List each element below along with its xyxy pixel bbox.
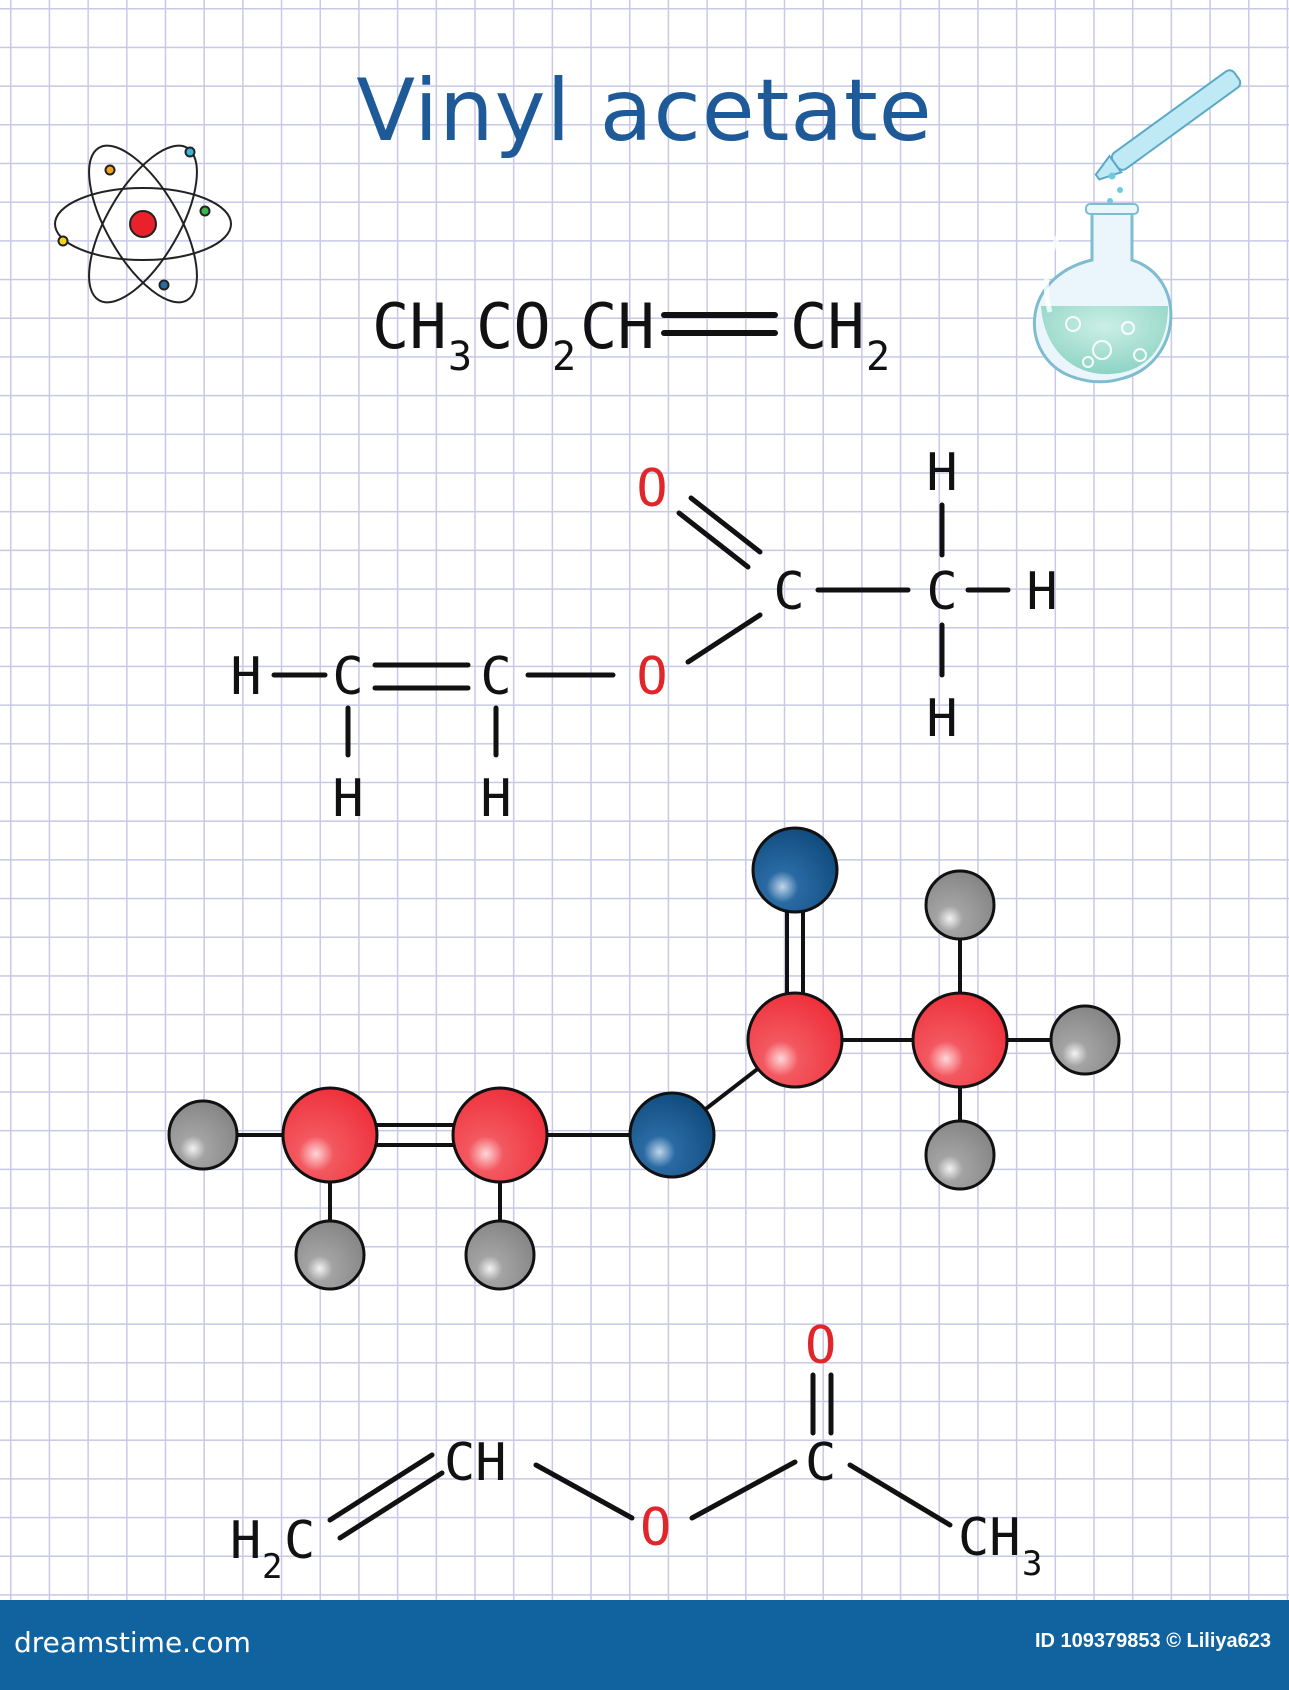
atom-c: C (773, 562, 804, 622)
skeletal-sub-3: 3 (1022, 1544, 1042, 1584)
oxygen-atom (628, 1091, 716, 1179)
atom-c: C (332, 647, 363, 707)
dreamstime-logo[interactable]: dreamstime.com (14, 1626, 251, 1659)
hydrogen-atom (294, 1219, 366, 1291)
atom-h: H (480, 769, 511, 829)
skeletal-c: C (284, 1511, 315, 1571)
chemistry-diagram: CH 3 CO 2 CH CH 2 H C C H H O O C C H (54, 69, 1242, 1587)
structural-formula-atoms: H C C H H O O C C H H H (230, 443, 1057, 829)
skeletal-h: H (230, 1511, 261, 1571)
structural-formula-bonds (271, 495, 1011, 758)
atom-h: H (332, 769, 363, 829)
condensed-formula: CH 3 CO 2 CH CH 2 (372, 290, 890, 380)
hydrogen-atom (167, 1099, 239, 1171)
atom-c: C (926, 562, 957, 622)
ball-and-stick-atoms (167, 826, 1121, 1291)
atom-o: O (636, 647, 667, 707)
hydrogen-atom (464, 1219, 536, 1291)
skeletal-o: O (640, 1498, 671, 1558)
formula-sub-2: 2 (552, 334, 576, 380)
carbon-atom (451, 1086, 549, 1184)
formula-sub-2b: 2 (866, 334, 890, 380)
atom-c: C (480, 647, 511, 707)
skeletal-c-carbonyl: C (805, 1433, 836, 1493)
formula-sub-3: 3 (448, 334, 472, 380)
carbon-atom (281, 1086, 379, 1184)
skeletal-sub-2: 2 (262, 1547, 282, 1587)
carbon-atom (911, 991, 1009, 1089)
hydrogen-atom (1049, 1004, 1121, 1076)
skeletal-o-top: O (805, 1316, 836, 1376)
footer-bar: dreamstime.com ID 109379853 © Liliya623 (0, 1600, 1289, 1690)
skeletal-formula-bonds (327, 1372, 953, 1541)
page-title: Vinyl acetate (356, 61, 933, 161)
formula-ch-2: CH (790, 290, 865, 363)
atom-h: H (1026, 562, 1057, 622)
carbon-atom (746, 991, 844, 1089)
atom-h: H (926, 689, 957, 749)
skeletal-ch3: CH (958, 1508, 1021, 1568)
formula-co: CO (476, 290, 551, 363)
flask-pipette-icon (1032, 69, 1242, 384)
image-credit: ID 109379853 © Liliya623 (1034, 1630, 1271, 1652)
hydrogen-atom (924, 1119, 996, 1191)
skeletal-ch: CH (444, 1433, 507, 1493)
formula-ch-1: CH (580, 290, 655, 363)
formula-double-bond (661, 312, 778, 336)
atom-h: H (926, 443, 957, 503)
formula-ch3: CH (372, 290, 447, 363)
skeletal-formula-atoms: H 2 C CH O C O CH 3 (230, 1316, 1042, 1587)
hydrogen-atom (924, 869, 996, 941)
oxygen-atom (751, 826, 839, 914)
atom-icon (54, 144, 232, 304)
atom-h: H (230, 647, 261, 707)
atom-o: O (636, 459, 667, 519)
